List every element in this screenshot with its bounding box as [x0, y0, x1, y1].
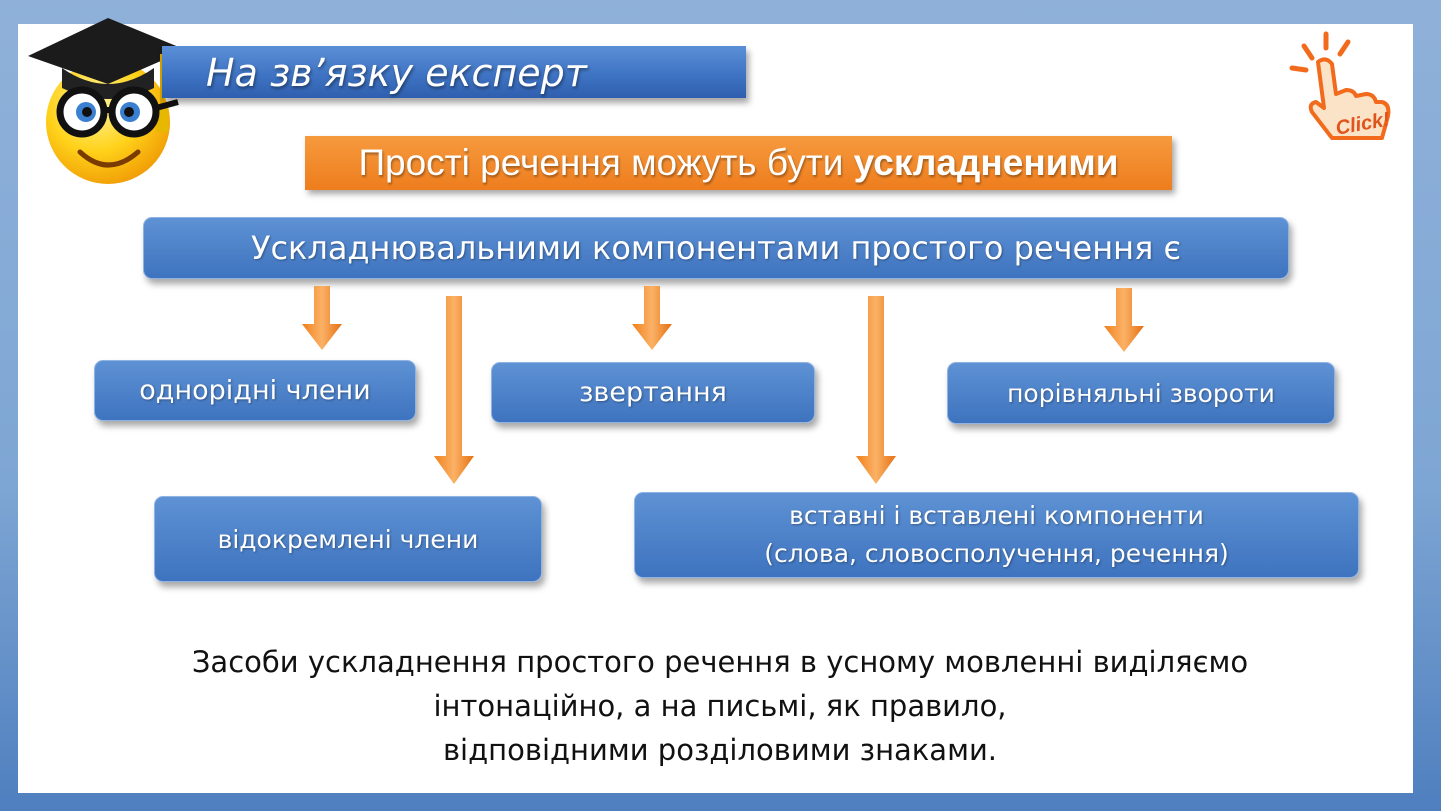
slide-title: На зв’язку експерт — [206, 51, 587, 95]
component-homogeneous-members: однорідні члени — [94, 360, 416, 421]
subtitle-banner: Прості речення можуть бути ускладненими — [305, 136, 1172, 190]
component-label: відокремлені члени — [217, 524, 479, 554]
subtitle-bold-text: ускладненими — [853, 142, 1119, 183]
bottom-note: Засоби ускладнення простого речення в ус… — [60, 640, 1380, 772]
main-heading-box: Ускладнювальними компонентами простого р… — [143, 217, 1289, 279]
component-inserted-components: вставні і вставлені компоненти (слова, с… — [634, 492, 1359, 578]
component-label: порівняльні звороти — [1007, 378, 1275, 408]
component-comparative-phrases: порівняльні звороти — [947, 362, 1335, 424]
subtitle-text: Прості речення можуть бути — [358, 142, 854, 183]
component-address: звертання — [491, 362, 815, 423]
arrow-to-separated — [434, 296, 474, 484]
note-line-1: Засоби ускладнення простого речення в ус… — [191, 645, 1249, 679]
main-heading-text: Ускладнювальними компонентами простого р… — [250, 229, 1182, 267]
title-banner — [162, 46, 746, 98]
arrow-to-address — [632, 286, 672, 350]
component-label: звертання — [579, 377, 727, 408]
note-line-2: інтонаційно, а на письмі, як правило, — [433, 689, 1007, 723]
arrow-to-comparative — [1104, 288, 1144, 352]
note-line-3: відповідними розділовими знаками. — [442, 733, 998, 767]
component-label: однорідні члени — [139, 375, 371, 406]
arrow-to-homogeneous — [302, 286, 342, 350]
component-label-line2: (слова, словосполучення, речення) — [764, 539, 1229, 568]
graduate-smiley-icon — [28, 18, 186, 184]
component-label-line1: вставні і вставлені компоненти — [789, 501, 1204, 530]
arrow-to-inserted — [856, 296, 896, 484]
pointing-hand-click-icon[interactable]: Click! — [1282, 28, 1402, 148]
component-separated-members: відокремлені члени — [154, 496, 542, 582]
